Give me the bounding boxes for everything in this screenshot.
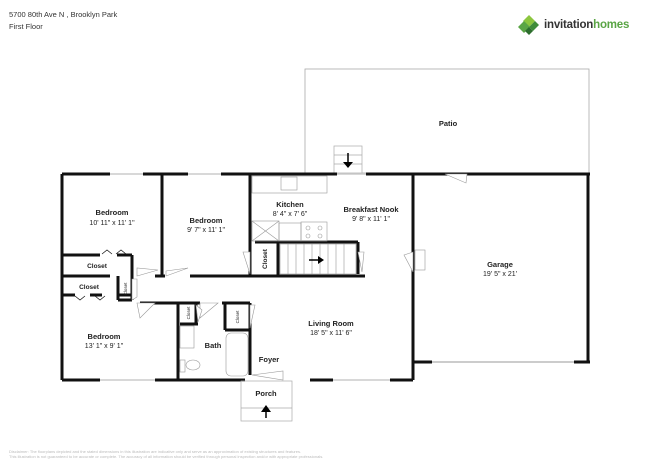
bedroom3-label: Bedroom	[88, 332, 121, 341]
closet-doors	[74, 249, 127, 301]
logo-text: invitationhomes	[544, 19, 630, 31]
living-room-dims: 18' 5" x 11' 6"	[310, 330, 352, 337]
bath-fixtures	[179, 325, 249, 377]
bedroom1-label: Bedroom	[96, 208, 129, 217]
bedroom2-label: Bedroom	[190, 216, 223, 225]
living-room-label: Living Room	[308, 319, 354, 328]
windows	[100, 173, 390, 381]
porch-label: Porch	[255, 389, 277, 398]
hall-closet-label: Closet	[235, 310, 240, 324]
garage-dims: 19' 5" x 21'	[483, 271, 517, 278]
garage-label: Garage	[487, 260, 513, 269]
breakfast-nook-label: Breakfast Nook	[343, 205, 399, 214]
kitchen-fixtures	[251, 175, 328, 242]
kitchen-label: Kitchen	[276, 200, 304, 209]
toilet-icon	[185, 359, 201, 371]
logo-icon	[518, 15, 539, 35]
kitchen-closet-label: Closet	[262, 248, 269, 269]
porch	[240, 380, 293, 422]
brand-logo: invitationhomes	[518, 14, 629, 36]
bedroom2-dims: 9' 7" x 11' 1"	[187, 227, 225, 234]
closet3-label: Closet	[123, 282, 128, 296]
door-swings	[131, 249, 426, 381]
disclaimer: Disclaimer: The floorplans depicted and …	[9, 449, 324, 459]
closet2-label: Closet	[79, 284, 100, 291]
stove-icon	[300, 221, 328, 242]
bedroom3-dims: 13' 1" x 9' 1"	[85, 343, 124, 350]
patio-label: Patio	[439, 119, 458, 128]
header: 5700 80th Ave N , Brooklyn Park First Fl…	[9, 9, 117, 33]
address: 5700 80th Ave N , Brooklyn Park	[9, 10, 118, 19]
foyer-label: Foyer	[259, 355, 280, 364]
bedroom1-dims: 10' 11" x 11' 1"	[89, 220, 135, 227]
patio-steps	[333, 145, 363, 174]
bathtub-icon	[225, 332, 249, 377]
kitchen-dims: 8' 4" x 7' 6"	[273, 211, 308, 218]
vanity-icon	[179, 325, 195, 349]
garage-door-swing	[444, 173, 468, 184]
closet1-label: Closet	[87, 263, 108, 270]
bath-closet-label: Closet	[186, 306, 191, 320]
breakfast-nook-dims: 9' 8" x 11' 1"	[352, 216, 390, 223]
sink-icon	[280, 176, 298, 191]
garage-walls	[411, 172, 590, 380]
bath-label: Bath	[205, 341, 222, 350]
floor-label: First Floor	[9, 22, 43, 31]
